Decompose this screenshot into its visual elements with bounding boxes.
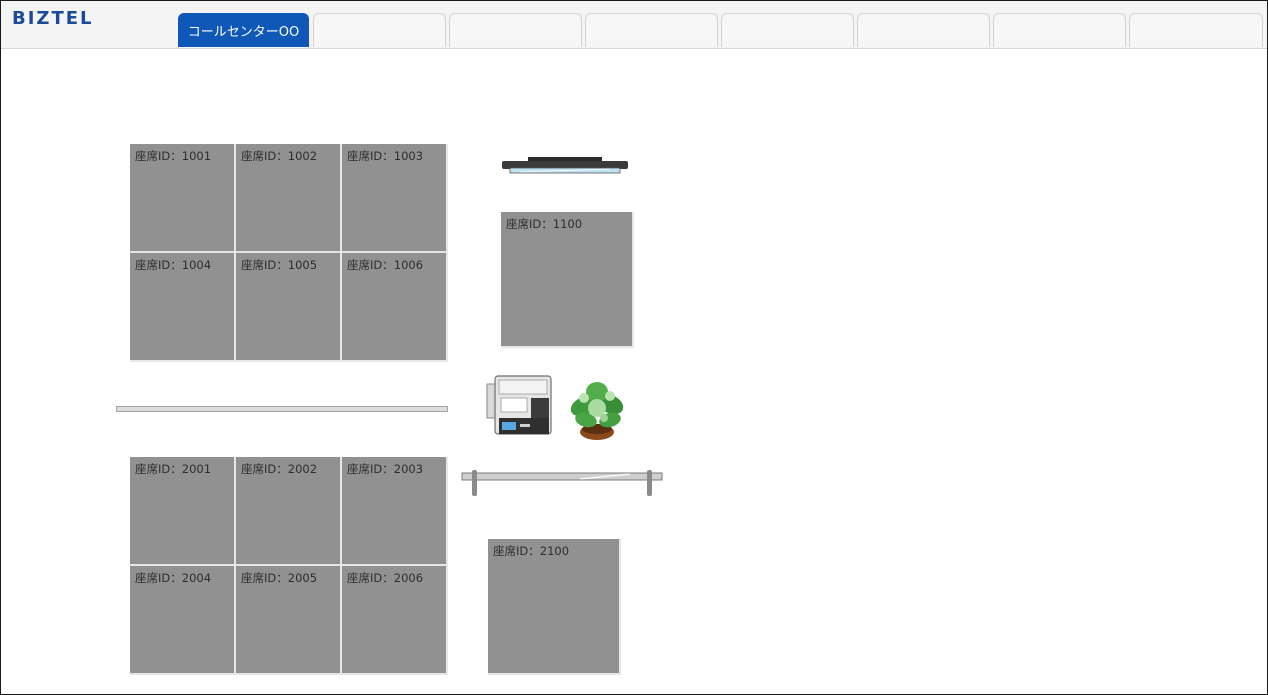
tab-empty-5[interactable] bbox=[857, 13, 990, 47]
seat-1005[interactable]: 座席ID：1005 bbox=[236, 253, 342, 362]
seat-label: 座席ID：1002 bbox=[241, 149, 318, 163]
tab-empty-3[interactable] bbox=[585, 13, 718, 47]
seat-label: 座席ID：2100 bbox=[493, 544, 570, 558]
header-bar: BIZTEL コールセンターOO bbox=[1, 1, 1267, 49]
seat-label: 座席ID：1001 bbox=[135, 149, 212, 163]
seat-label: 座席ID：1004 bbox=[135, 258, 212, 272]
seat-label: 座席ID：2006 bbox=[347, 571, 424, 585]
tab-empty-4[interactable] bbox=[721, 13, 854, 47]
seat-2002[interactable]: 座席ID：2002 bbox=[236, 457, 342, 566]
seat-1004[interactable]: 座席ID：1004 bbox=[130, 253, 236, 362]
tab-empty-1[interactable] bbox=[313, 13, 446, 47]
seat-label: 座席ID：1100 bbox=[506, 217, 583, 231]
seat-label: 座席ID：1006 bbox=[347, 258, 424, 272]
seat-label: 座席ID：2003 bbox=[347, 462, 424, 476]
seat-label: 座席ID：2004 bbox=[135, 571, 212, 585]
seat-2006[interactable]: 座席ID：2006 bbox=[342, 566, 448, 675]
seat-label: 座席ID：1005 bbox=[241, 258, 318, 272]
seat-1003[interactable]: 座席ID：1003 bbox=[342, 144, 448, 253]
potted-plant-icon bbox=[570, 382, 624, 440]
tab-call-center[interactable]: コールセンターOO bbox=[178, 13, 309, 47]
seat-1002[interactable]: 座席ID：1002 bbox=[236, 144, 342, 253]
seat-1100[interactable]: 座席ID：1100 bbox=[501, 212, 634, 348]
seat-label: 座席ID：2001 bbox=[135, 462, 212, 476]
printer-icon bbox=[486, 375, 552, 435]
seat-2100[interactable]: 座席ID：2100 bbox=[488, 539, 621, 675]
seat-2005[interactable]: 座席ID：2005 bbox=[236, 566, 342, 675]
wall-shelf-icon bbox=[461, 470, 663, 496]
seat-2003[interactable]: 座席ID：2003 bbox=[342, 457, 448, 566]
tab-empty-6[interactable] bbox=[993, 13, 1126, 47]
seat-label: 座席ID：2005 bbox=[241, 571, 318, 585]
tab-empty-7[interactable] bbox=[1129, 13, 1263, 47]
seat-2001[interactable]: 座席ID：2001 bbox=[130, 457, 236, 566]
seat-label: 座席ID：2002 bbox=[241, 462, 318, 476]
wall-monitor-icon bbox=[502, 157, 628, 174]
partition-wall bbox=[116, 406, 448, 412]
seat-2004[interactable]: 座席ID：2004 bbox=[130, 566, 236, 675]
seat-1001[interactable]: 座席ID：1001 bbox=[130, 144, 236, 253]
biztel-logo: BIZTEL bbox=[12, 8, 94, 29]
seat-1006[interactable]: 座席ID：1006 bbox=[342, 253, 448, 362]
seat-label: 座席ID：1003 bbox=[347, 149, 424, 163]
tab-empty-2[interactable] bbox=[449, 13, 582, 47]
tab-label: コールセンターOO bbox=[187, 25, 300, 40]
